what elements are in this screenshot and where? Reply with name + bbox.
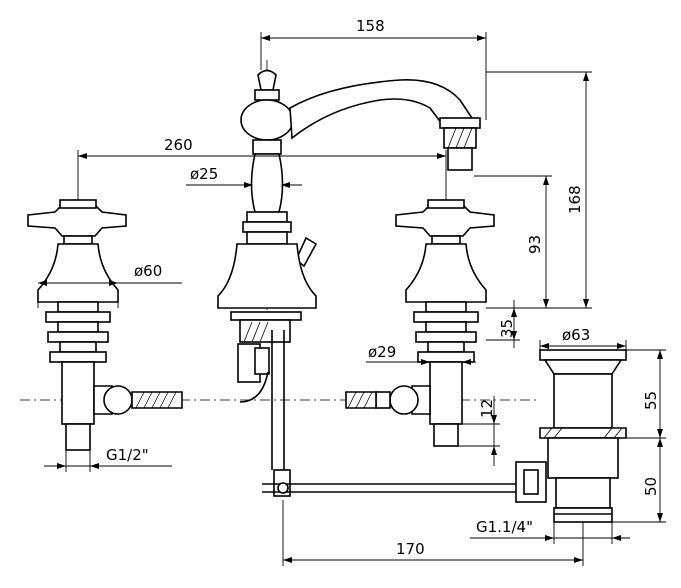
- dim-g12-label: G1/2": [106, 446, 149, 464]
- dim-dia29: ø29: [366, 343, 476, 365]
- dim-50: 50: [612, 438, 666, 523]
- dim-dia63-label: ø63: [562, 326, 590, 344]
- popup-rod: [262, 330, 520, 497]
- dim-55: 55: [626, 349, 666, 439]
- dim-35: 35: [486, 300, 520, 348]
- left-tap: [27, 199, 183, 451]
- dim-12-label: 12: [478, 399, 496, 418]
- dim-g114: G1.1/4": [470, 518, 630, 544]
- dim-93: 93: [474, 175, 552, 308]
- pop-up-waste: [515, 349, 627, 523]
- dim-260: 260: [77, 136, 447, 200]
- dim-dia25: ø25: [186, 165, 302, 188]
- dim-170-label: 170: [396, 540, 425, 558]
- dim-12: 12: [458, 396, 500, 466]
- dim-158: 158: [260, 17, 487, 120]
- dim-50-label: 50: [642, 477, 660, 496]
- dim-93-label: 93: [526, 235, 544, 254]
- dim-55-label: 55: [642, 391, 660, 410]
- dim-168-label: 168: [566, 185, 584, 214]
- dim-260-label: 260: [164, 136, 193, 154]
- dim-dia60-label: ø60: [134, 262, 162, 280]
- right-tap: [345, 199, 495, 447]
- dim-168: 168: [486, 71, 592, 309]
- dim-158-label: 158: [356, 17, 385, 35]
- central-mixer: [217, 69, 481, 403]
- dim-dia29-label: ø29: [368, 343, 396, 361]
- dim-dia60: ø60: [37, 262, 182, 308]
- dim-dia63: ø63: [539, 326, 627, 350]
- dim-g12: G1/2": [44, 440, 172, 472]
- dim-170: 170: [282, 500, 584, 566]
- dim-dia25-label: ø25: [190, 165, 218, 183]
- dim-35-label: 35: [498, 319, 516, 338]
- dim-g114-label: G1.1/4": [476, 518, 533, 536]
